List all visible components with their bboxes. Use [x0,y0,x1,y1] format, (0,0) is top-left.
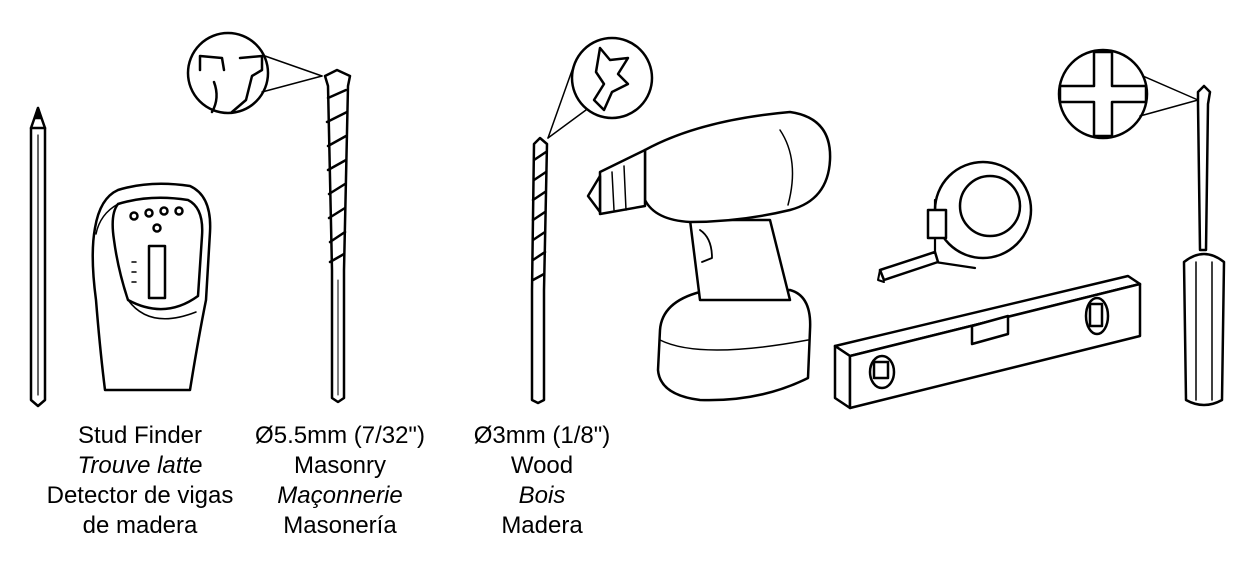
tape-measure-icon [877,160,1033,283]
stud-finder-icon [91,182,212,392]
wood-bit-name-fr: Bois [518,482,566,509]
stud-finder-name-es-line2: de madera [82,512,198,539]
masonry-bit-detail-icon [186,31,323,115]
wood-bit-size: Ø3mm (1/8") [473,422,611,449]
stud-finder-name-fr: Trouve latte [77,452,203,479]
masonry-bit-size: Ø5.5mm (7/32") [255,422,425,449]
stud-finder-name-en: Stud Finder [77,422,203,449]
masonry-drill-bit-icon [323,68,352,404]
wood-bit-name-en: Wood [510,452,574,479]
wood-bit-caption: Ø3mm (1/8") Wood Bois Madera [462,421,622,541]
masonry-bit-name-fr: Maçonnerie [277,482,403,509]
stud-finder-caption: Stud Finder Trouve latte Detector de vig… [24,421,256,541]
pencil-icon [29,106,47,408]
masonry-bit-caption: Ø5.5mm (7/32") Masonry Maçonnerie Masone… [238,421,442,541]
masonry-bit-name-en: Masonry [293,452,387,479]
wood-bit-name-es: Madera [501,512,583,539]
wood-bit-detail-icon [547,36,654,139]
wood-drill-bit-icon [530,136,549,405]
phillips-tip-detail-icon [1057,48,1199,140]
spirit-level-icon [833,274,1142,410]
cordless-drill-icon [586,110,832,402]
stud-finder-name-es-line1: Detector de vigas [46,482,234,509]
phillips-screwdriver-icon [1182,84,1226,407]
masonry-bit-name-es: Masonería [283,512,397,539]
